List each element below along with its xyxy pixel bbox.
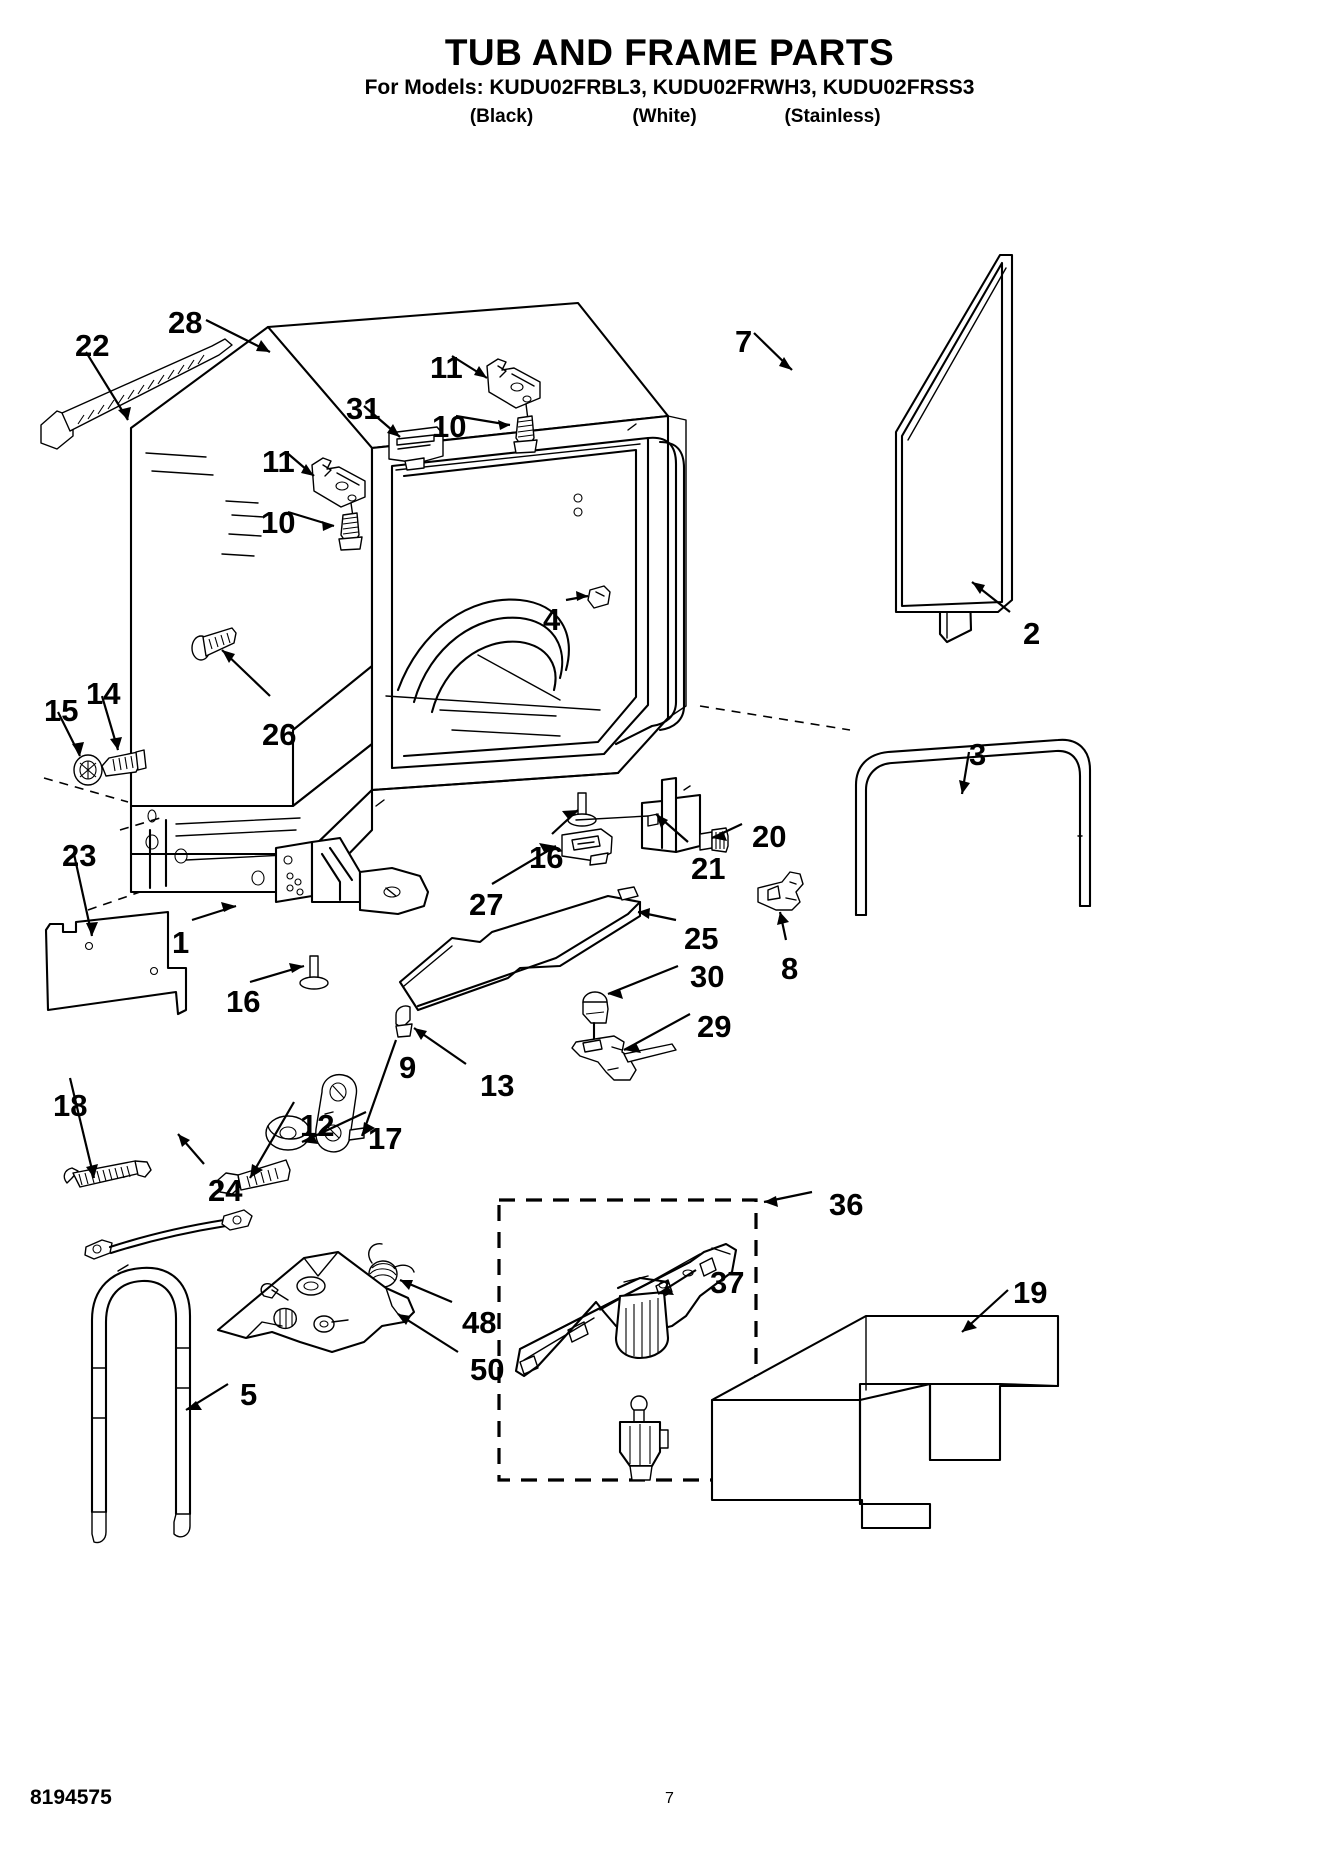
dashed-group-36 — [497, 1198, 758, 1482]
part-23-access-panel — [44, 910, 188, 1016]
callout-36: 36 — [829, 1187, 864, 1222]
part-22-cable-tie — [40, 338, 233, 450]
callout-3: 3 — [969, 737, 987, 772]
part-26-screw — [191, 627, 237, 661]
part-14-screw — [101, 749, 147, 777]
part-13-push-pin — [395, 1005, 413, 1038]
callout-10a: 10 — [432, 409, 467, 444]
part-11a-hinge — [486, 358, 541, 421]
callout-31: 31 — [346, 391, 381, 426]
callout-11a: 11 — [430, 350, 463, 385]
part-20-screw — [699, 827, 729, 853]
callout-30: 30 — [690, 959, 725, 994]
callout-7: 7 — [735, 324, 753, 359]
callout-16a: 16 — [529, 840, 564, 875]
callout-37: 37 — [710, 1265, 745, 1300]
part-30-pin — [582, 991, 609, 1042]
callout-24: 24 — [208, 1173, 243, 1208]
callout-5: 5 — [240, 1377, 258, 1412]
part-5-door-cable-assembly — [90, 1264, 192, 1544]
footer-part-number: 8194575 — [30, 1786, 112, 1809]
part-17-washer — [265, 1115, 311, 1151]
models-line: For Models: KUDU02FRBL3, KUDU02FRWH3, KU… — [364, 76, 975, 99]
diagram-artboard — [0, 130, 1339, 1770]
part-16b-leveling-pin — [299, 955, 329, 990]
callout-21: 21 — [691, 851, 726, 886]
part-11b-hinge — [311, 457, 366, 518]
part-12-hex-screw — [217, 1159, 291, 1195]
part-31-strike-plate — [388, 426, 444, 471]
leader-lines — [43, 319, 1011, 1411]
color-stainless: (Stainless) — [784, 106, 881, 127]
page-title: TUB AND FRAME PARTS — [444, 32, 895, 73]
part-28-tub-outer-shell — [129, 301, 670, 856]
part-9-roller-bracket — [315, 1073, 365, 1153]
part-16a-leveling-pin — [567, 792, 597, 827]
part-15-grommet — [73, 754, 103, 786]
callout-18: 18 — [53, 1088, 88, 1123]
color-legend: (Black) (White) (Stainless) — [0, 106, 1339, 128]
parts-illustration — [40, 253, 1092, 1544]
part-1-chassis — [129, 788, 430, 916]
callout-11b: 11 — [262, 444, 295, 479]
callout-9: 9 — [399, 1050, 417, 1085]
callout-15: 15 — [44, 693, 79, 728]
part-37-spray-arm-bearing — [618, 1395, 669, 1481]
part-25-lower-access-panel — [398, 886, 642, 1012]
part-7-outer-door-panel — [894, 253, 1014, 614]
callout-22: 22 — [75, 328, 110, 363]
callout-4: 4 — [543, 602, 561, 637]
color-black: (Black) — [469, 106, 534, 127]
color-white: (White) — [632, 106, 697, 127]
part-4-clip — [587, 585, 611, 609]
part-1-tub-inner-frame — [370, 414, 687, 807]
callout-1: 1 — [172, 925, 190, 960]
part-29-bracket — [571, 1035, 677, 1081]
part-24-door-cable — [84, 1209, 253, 1260]
part-3-tub-gasket — [854, 738, 1092, 917]
part-27-clip — [561, 828, 613, 866]
part-21-bracket — [575, 776, 702, 854]
callout-48: 48 — [462, 1305, 497, 1340]
callout-17: 17 — [368, 1121, 403, 1156]
part-50-hardware-bag — [216, 1250, 416, 1354]
callout-20: 20 — [752, 819, 787, 854]
callout-26: 26 — [262, 717, 297, 752]
part-8-latch-lever — [757, 871, 804, 911]
callout-16b: 16 — [226, 984, 261, 1019]
callout-23: 23 — [62, 838, 97, 873]
callout-50: 50 — [470, 1352, 505, 1387]
callout-28: 28 — [168, 305, 203, 340]
callout-29: 29 — [697, 1009, 732, 1044]
callout-12: 12 — [300, 1108, 335, 1143]
part-18-spring — [63, 1160, 152, 1188]
callout-14: 14 — [86, 676, 121, 711]
callout-10b: 10 — [261, 505, 296, 540]
callout-19: 19 — [1013, 1275, 1048, 1310]
footer-page-number: 7 — [665, 1790, 674, 1807]
part-19-base-pan — [710, 1314, 1060, 1530]
part-10b-screw — [338, 512, 363, 551]
callout-2: 2 — [1023, 616, 1041, 651]
callout-8: 8 — [781, 951, 799, 986]
part-10a-screw — [513, 415, 538, 454]
callout-27: 27 — [469, 887, 504, 922]
callout-13: 13 — [480, 1068, 515, 1103]
part-36-spray-arm — [514, 1242, 738, 1378]
callout-25: 25 — [684, 921, 719, 956]
